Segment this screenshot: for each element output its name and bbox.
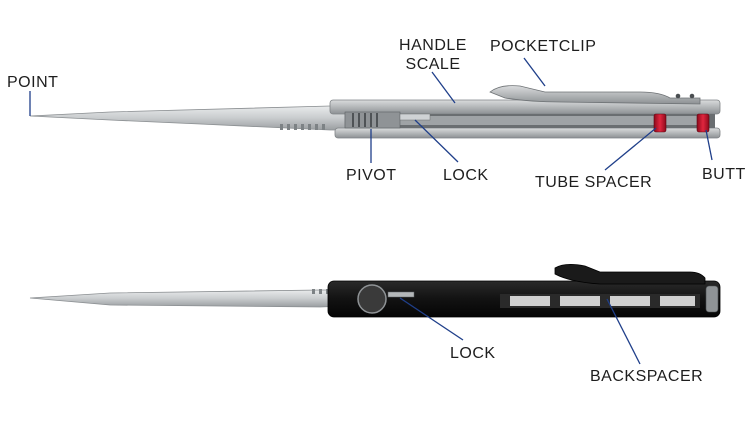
label-handle-scale-line1: HANDLE bbox=[399, 37, 467, 54]
top-butt-spacer bbox=[696, 113, 710, 133]
label-tube-spacer: TUBE SPACER bbox=[535, 174, 653, 191]
label-lock-top: LOCK bbox=[443, 167, 489, 184]
leader-pocketclip bbox=[523, 57, 546, 87]
bottom-lock-bar bbox=[387, 291, 415, 298]
bottom-backspacer bbox=[500, 294, 700, 308]
top-pocketclip bbox=[489, 85, 701, 105]
leader-butt bbox=[705, 129, 713, 161]
leader-lock-bottom bbox=[399, 297, 464, 341]
label-butt: BUTT bbox=[702, 166, 746, 183]
bottom-pocketclip bbox=[554, 264, 706, 285]
bottom-blade bbox=[29, 289, 346, 308]
top-jimping bbox=[280, 124, 325, 130]
label-backspacer: BACKSPACER bbox=[590, 368, 704, 385]
top-blade bbox=[29, 105, 346, 131]
top-lock-bar bbox=[399, 113, 431, 121]
top-tube-spacer bbox=[653, 113, 667, 133]
label-lock-bottom: LOCK bbox=[450, 345, 496, 362]
leader-tube-spacer bbox=[604, 127, 657, 171]
label-point: POINT bbox=[7, 74, 59, 91]
label-handle-scale: HANDLE SCALE bbox=[396, 36, 470, 74]
leader-lines bbox=[29, 57, 713, 365]
leader-lock-top bbox=[414, 119, 459, 163]
leader-backspacer bbox=[606, 298, 641, 365]
label-handle-scale-line2: SCALE bbox=[405, 56, 461, 73]
bottom-knife bbox=[29, 264, 721, 318]
label-pivot: PIVOT bbox=[346, 167, 397, 184]
label-pocketclip: POCKETCLIP bbox=[490, 38, 597, 55]
top-knife bbox=[29, 85, 721, 139]
leader-handle-scale bbox=[431, 71, 456, 104]
